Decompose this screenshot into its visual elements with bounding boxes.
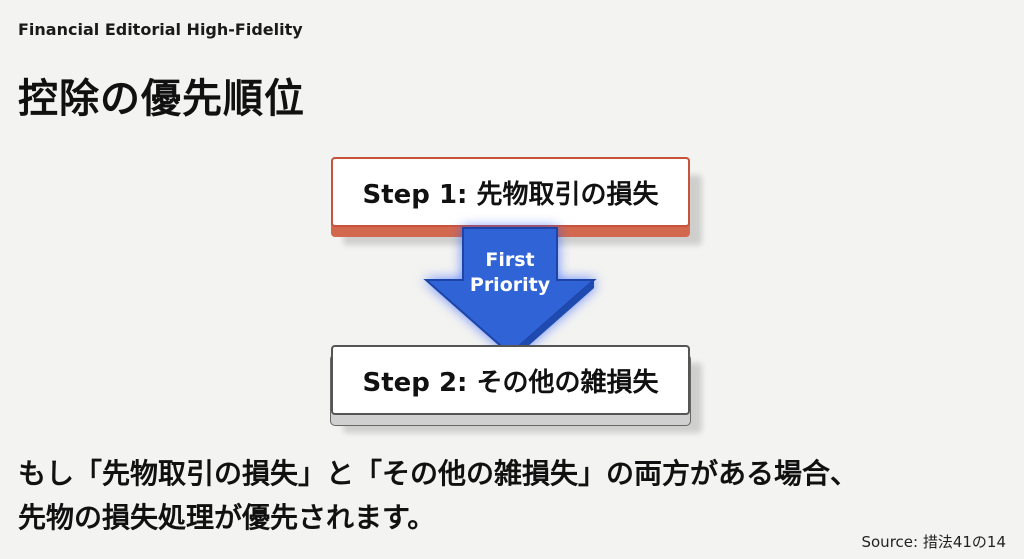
source-note: Source: 措法41の14 (861, 533, 1006, 551)
explanation: もし「先物取引の損失」と「その他の雑損失」の両方がある場合、 先物の損失処理が優… (18, 452, 858, 540)
page-title: 控除の優先順位 (18, 76, 305, 122)
step1-box: Step 1: 先物取引の損失 (331, 157, 690, 227)
subtitle: Financial Editorial High-Fidelity (18, 20, 303, 39)
explanation-line1: もし「先物取引の損失」と「その他の雑損失」の両方がある場合、 (18, 457, 859, 490)
step2-label: Step 2: その他の雑損失 (362, 367, 659, 398)
explanation-line2: 先物の損失処理が優先されます。 (18, 501, 436, 534)
arrow-label-line2: Priority (469, 274, 551, 296)
down-arrow-icon (423, 227, 597, 362)
step1-label: Step 1: 先物取引の損失 (362, 179, 659, 210)
arrow-label: First Priority (460, 248, 560, 298)
step2-box: Step 2: その他の雑損失 (331, 345, 690, 415)
arrow-label-line1: First (485, 249, 535, 271)
